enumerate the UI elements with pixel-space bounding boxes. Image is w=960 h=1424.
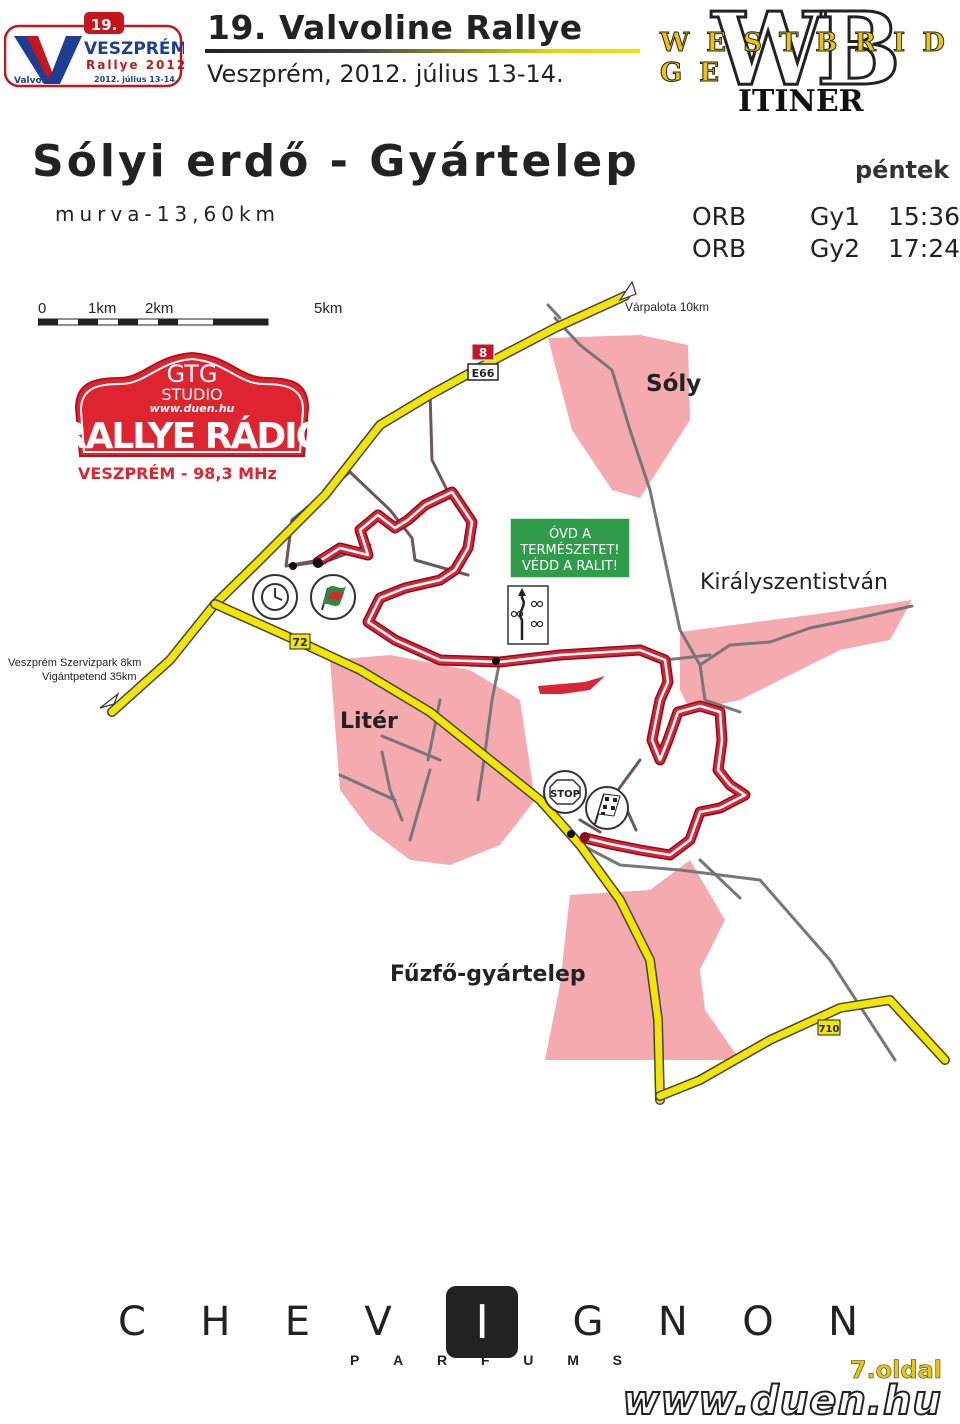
stage-surface-length: murva-13,60km [55,202,281,226]
sponsor-letter: H [200,1299,231,1345]
schedule-run: Gy1 [810,202,861,231]
scale-label: 2km [145,300,174,317]
stage-title: Sólyi erdő - Gyártelep [32,136,640,187]
sponsor-sub-letter: P [350,1352,360,1368]
svg-text:710: 710 [819,1024,840,1035]
itiner-logo-letters: W E S T B R I D G E [660,28,949,89]
start-flag-icon [310,574,356,620]
radio-ad-url: www.duen.hu [150,402,235,415]
direction-north-label: Várpalota 10km [625,300,710,314]
radio-point [492,657,500,665]
road-710-badge: 710 [817,1019,841,1036]
svg-text:72: 72 [292,636,307,649]
schedule-row: ORB Gy1 15:36 [692,202,960,234]
scale-bar: 0 1km 2km 5km [38,300,358,330]
logo-dates: 2012. július 13-14. [94,75,178,84]
sponsor-letter: N [657,1299,688,1345]
road-72-badge: 72 [289,633,311,650]
sponsor-letter: C [118,1299,146,1345]
town-label-soly: Sóly [646,371,702,397]
logo-city: VESZPRÉM [84,37,184,59]
schedule-code: ORB [692,234,747,263]
stop-sign-text: STOP [550,789,580,800]
scale-label: 5km [314,300,343,317]
schedule-time: 17:24 [888,234,960,263]
stage-day: péntek [855,156,950,184]
nature-sign-line: ÓVD A [549,526,591,542]
sponsor-letter: N [828,1299,858,1345]
finish-point [580,832,590,842]
website-link[interactable]: www.duen.hu [622,1377,942,1424]
page-number: 7.oldal [849,1356,943,1385]
start-point [313,558,323,568]
main-roads [107,291,950,1105]
sponsor-letter-boxed: I [446,1286,519,1358]
radio-ad: GTG STUDIO www.duen.hu RALLYE RÁDIÓ VESZ… [60,348,327,484]
schedule-run: Gy2 [810,234,861,263]
sponsor-sub-letter: S [612,1352,622,1368]
scale-label: 0 [38,300,47,317]
town-label-liter: Litér [340,709,398,734]
town-label-fuzfo: Fűzfő-gyártelep [390,962,586,987]
direction-west-line1: Veszprém Szervizpark 8km [8,657,142,669]
sponsor-letter: O [742,1299,774,1345]
road-8-badge: 8 [471,343,495,361]
svg-text:8: 8 [479,346,487,360]
stage-map: ÓVD A TERMÉSZETET! VÉDD A RALIT! STOP 8 … [99,280,950,1105]
town-area-liter [330,655,535,865]
nature-sign-line: VÉDD A RALIT! [522,558,618,574]
direction-arrow-icon [538,676,605,694]
schedule-time: 15:36 [888,202,960,231]
schedule-code: ORB [692,202,747,231]
sponsor-sub-letter: R [437,1352,448,1368]
logo-number: 19. [91,16,118,34]
stage-route [312,486,751,861]
sponsor-subtitle: P A R F U M S [350,1352,622,1368]
town-area-soly [548,335,690,498]
west-arrow-icon [99,692,120,709]
sponsor-sub-letter: U [523,1352,534,1368]
scale-label: 1km [88,300,117,317]
sponsor-letter: E [284,1299,311,1345]
schedule-row: ORB Gy2 17:24 [692,234,960,266]
time-control-point [289,562,297,570]
town-area-fuzfo [545,860,740,1060]
radio-ad-brand: GTG [167,360,218,388]
stop-sign-icon: STOP [543,770,587,814]
logo-brand: Valvoline [14,76,60,86]
town-area-kiralyszentistvan [680,600,912,710]
event-title: 19. Valvoline Rallye [207,8,583,47]
svg-text:E66: E66 [472,367,495,380]
sponsor-letter: G [572,1299,604,1345]
radio-ad-frequency: VESZPRÉM - 98,3 MHz [78,464,277,483]
sponsor-sub-letter: A [393,1352,404,1368]
sponsor-letter: V [364,1299,392,1345]
nature-sign-line: TERMÉSZETET! [519,542,619,558]
svg-text:WB: WB [711,0,895,108]
sponsor-sub-letter: M [567,1352,579,1368]
road-e66-badge: E66 [467,363,499,381]
bumpy-road-sign-icon [507,585,549,645]
side-roads [338,303,914,1062]
event-place-date: Veszprém, 2012. július 13-14. [207,60,564,88]
sponsor-logo: C H E V I G N O N [118,1286,858,1358]
rally-logo: 19. VESZPRÉM Rallye 2012 2012. július 13… [3,6,187,88]
town-label-kiralyszentistvan: Királyszentistván [700,570,888,595]
clock-icon [252,574,298,620]
direction-west-line2: Vigántpetend 35km [42,671,137,683]
radio-ad-name: RALLYE RÁDIÓ [74,415,314,457]
stop-control-point [567,830,575,838]
itiner-logo: WB [660,0,950,118]
nature-protection-sign: ÓVD A TERMÉSZETET! VÉDD A RALIT! [509,517,631,579]
north-arrow-icon [618,280,637,302]
radio-ad-studio: STUDIO [161,385,222,404]
itiner-logo-word: ITINER [738,84,864,119]
finish-flag-icon [585,786,629,830]
sponsor-sub-letter: F [480,1352,490,1368]
title-divider [205,49,640,53]
logo-rallye: Rallye 2012 [86,58,184,72]
